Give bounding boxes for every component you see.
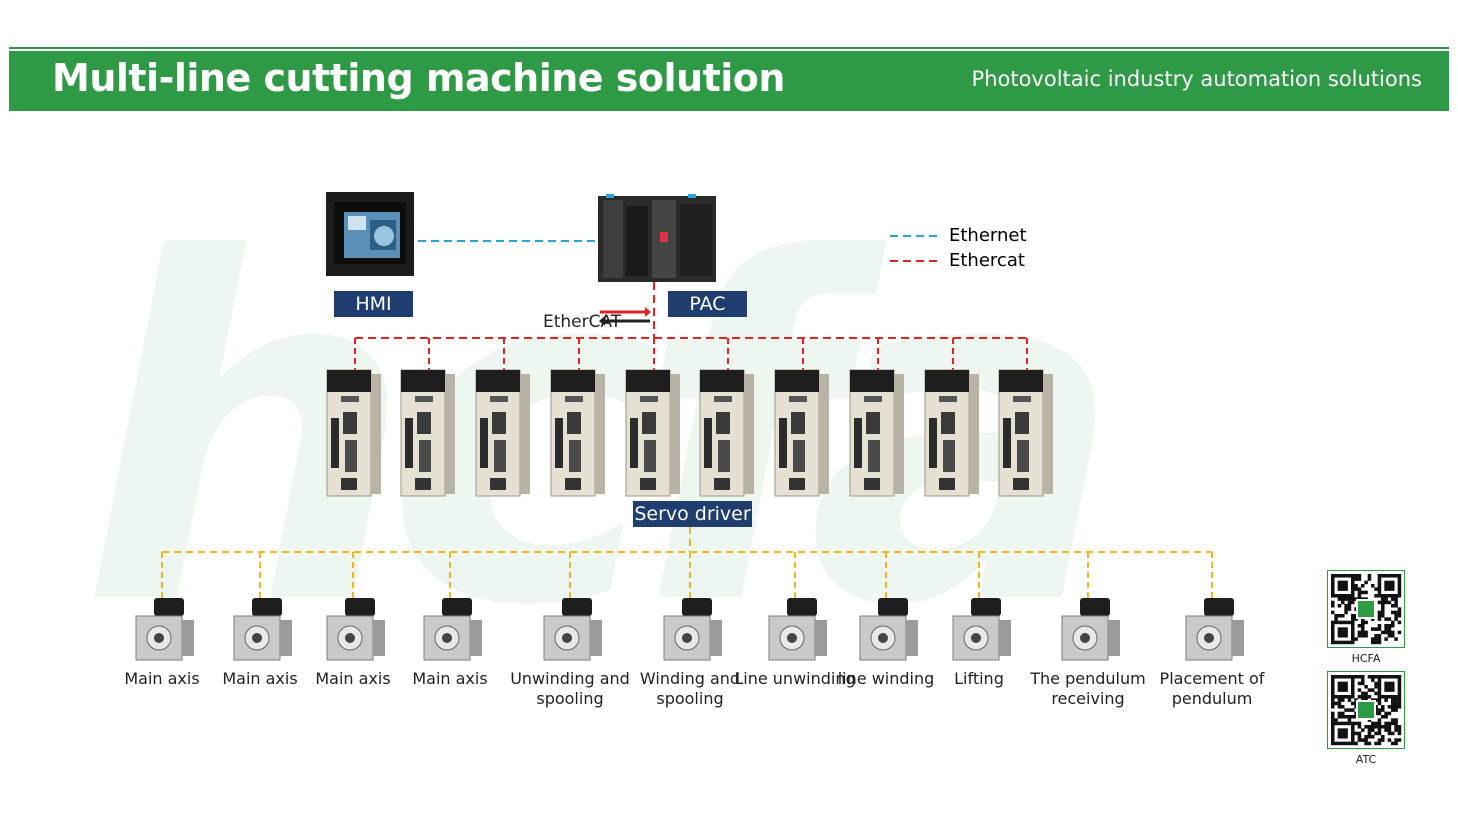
servo-motor <box>543 598 602 661</box>
motor-label: Main axis <box>412 669 488 688</box>
pac-device <box>598 194 716 282</box>
servo-driver <box>326 369 381 497</box>
motor-label: Placement of pendulum <box>1159 669 1265 708</box>
hmi-device <box>326 192 414 276</box>
motor-label: Main axis <box>315 669 391 688</box>
servo-motor <box>1061 598 1120 661</box>
servo-motor <box>952 598 1011 661</box>
servo-motor <box>423 598 482 661</box>
servo-driver <box>400 369 455 497</box>
servo-motor <box>326 598 385 661</box>
motor-label: Unwinding and spooling <box>510 669 630 708</box>
legend-ethernet: Ethernet <box>949 225 1027 246</box>
page-title: Multi-line cutting machine solution <box>52 56 785 100</box>
servo-motor <box>859 598 918 661</box>
legend-ethercat: Ethercat <box>949 250 1025 271</box>
motor-label: Main axis <box>222 669 298 688</box>
servo-driver <box>699 369 754 497</box>
servo-driver <box>849 369 904 497</box>
header-bar <box>9 51 1449 111</box>
servo-driver <box>998 369 1053 497</box>
qr-code-atc <box>1327 671 1405 749</box>
motor-label: Main axis <box>124 669 200 688</box>
servo-driver <box>625 369 680 497</box>
servo-motor <box>663 598 722 661</box>
motor-label: The pendulum receiving <box>1030 669 1146 708</box>
servo-driver <box>475 369 530 497</box>
qr-label-hcfa: HCFA <box>1351 652 1381 665</box>
servo-motor <box>135 598 194 661</box>
motor-label: Line unwinding <box>734 669 856 688</box>
servo-driver-label: Servo driver <box>633 501 752 527</box>
hmi-label: HMI <box>334 291 413 317</box>
servo-motor <box>1185 598 1244 661</box>
pac-label: PAC <box>668 291 747 317</box>
qr-label-atc: ATC <box>1355 753 1377 766</box>
servo-driver <box>550 369 605 497</box>
ethercat-arrows <box>599 307 651 326</box>
qr-code-hcfa <box>1327 570 1405 648</box>
servo-driver <box>924 369 979 497</box>
motor-label: line winding <box>837 669 935 688</box>
servo-motor <box>233 598 292 661</box>
page-subtitle: Photovoltaic industry automation solutio… <box>971 67 1422 91</box>
header-top-rule <box>9 47 1449 49</box>
motor-label: Lifting <box>954 669 1004 688</box>
motor-label: Winding and spooling <box>639 669 741 708</box>
servo-driver <box>774 369 829 497</box>
ethercat-logo: EtherCAT <box>543 312 622 332</box>
servo-motor <box>768 598 827 661</box>
